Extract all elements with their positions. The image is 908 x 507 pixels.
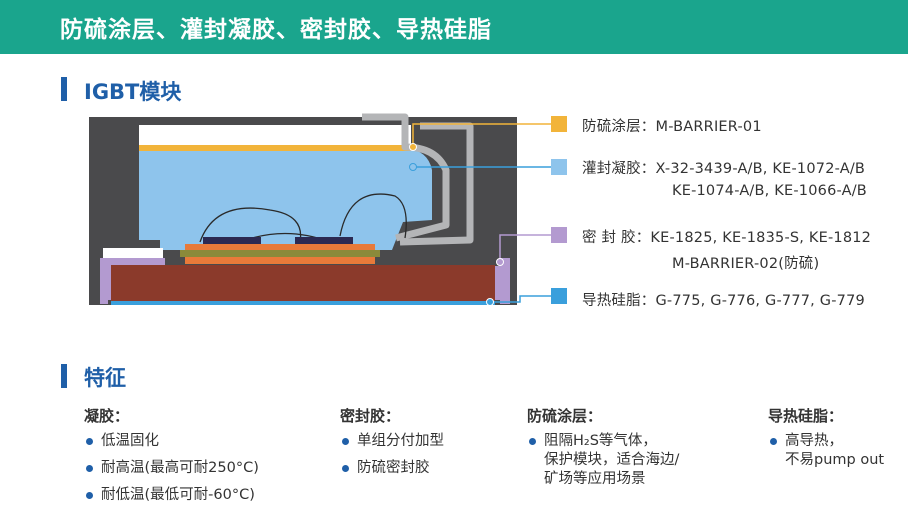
lead-frame: [362, 113, 450, 242]
feature-item: 防硫密封胶: [357, 460, 430, 476]
chip-2: [295, 237, 353, 245]
legend-swatch-coating: [551, 116, 567, 132]
section-title-igbt: IGBT模块: [84, 80, 182, 104]
feature-item: 不易pump out: [785, 452, 885, 468]
bullet-icon: [529, 438, 536, 445]
leader-dot-gel: [409, 163, 417, 171]
bullet-icon: [86, 438, 93, 445]
legend-gel-text-2: KE-1074-A/B, KE-1066-A/B: [672, 183, 867, 199]
section-marker: [61, 364, 67, 388]
section-title-features: 特征: [84, 366, 126, 390]
igbt-module-diagram: [89, 113, 567, 306]
feature-heading-coating: 防硫涂层：: [527, 407, 603, 425]
bond-wire-3: [339, 193, 407, 239]
feature-item: 耐高温(最高可耐250°C): [101, 460, 259, 476]
feature-item: 单组分付加型: [357, 433, 444, 449]
legend-gel-text-1: 灌封凝胶：X-32-3439-A/B, KE-1072-A/B: [582, 161, 866, 177]
bullet-icon: [342, 438, 349, 445]
leader-line-sealant: [499, 234, 551, 262]
legend-swatch-gel: [551, 159, 567, 175]
legend-swatch-grease: [551, 288, 567, 304]
feature-item: 高导热，: [785, 433, 843, 449]
left-gap: [103, 248, 163, 260]
lead-frame-2: [399, 122, 474, 246]
legend-coating-text: 防硫涂层：M-BARRIER-01: [582, 119, 762, 135]
leader-dot-sealant: [496, 258, 504, 266]
leader-dot-grease: [486, 298, 494, 306]
dbc-ceramic: [180, 250, 380, 257]
page-title: 防硫涂层、灌封凝胶、密封胶、导热硅脂: [60, 17, 492, 43]
feature-heading-grease: 导热硅脂：: [768, 407, 844, 425]
section-marker: [61, 77, 67, 101]
leader-line-grease: [490, 295, 551, 303]
leader-dot-coating: [409, 143, 417, 151]
chip-1: [203, 237, 261, 245]
feature-item: 耐低温(最低可耐-60°C): [101, 487, 255, 503]
dbc-copper-bottom: [185, 257, 375, 264]
anti-sulfur-coating: [139, 145, 414, 151]
base-plate: [111, 265, 495, 301]
feature-item: 低温固化: [101, 433, 159, 449]
bullet-icon: [86, 492, 93, 499]
feature-heading-sealant: 密封胶：: [340, 407, 401, 425]
housing-cavity: [139, 125, 411, 147]
thermal-grease: [111, 301, 495, 305]
legend-sealant-text-2: M-BARRIER-02(防硫): [672, 256, 820, 272]
feature-item: 保护模块，适合海边/: [544, 452, 680, 468]
dbc-copper-top: [185, 244, 375, 250]
feature-heading-gel: 凝胶：: [84, 407, 130, 425]
header-banner: 防硫涂层、灌封凝胶、密封胶、导热硅脂: [0, 0, 908, 54]
bullet-icon: [342, 465, 349, 472]
legend-grease-text: 导热硅脂：G-775, G-776, G-777, G-779: [582, 293, 865, 309]
feature-item: 矿场等应用场景: [544, 471, 646, 487]
bond-wire-1: [199, 207, 302, 243]
feature-item: 阻隔H₂S等气体，: [544, 433, 657, 449]
bullet-icon: [86, 465, 93, 472]
legend-swatch-sealant: [551, 227, 567, 243]
leader-line-coating: [412, 123, 551, 147]
potting-gel: [139, 148, 432, 250]
legend-sealant-text-1: 密 封 胶：KE-1825, KE-1835-S, KE-1812: [582, 230, 872, 246]
bullet-icon: [770, 438, 777, 445]
